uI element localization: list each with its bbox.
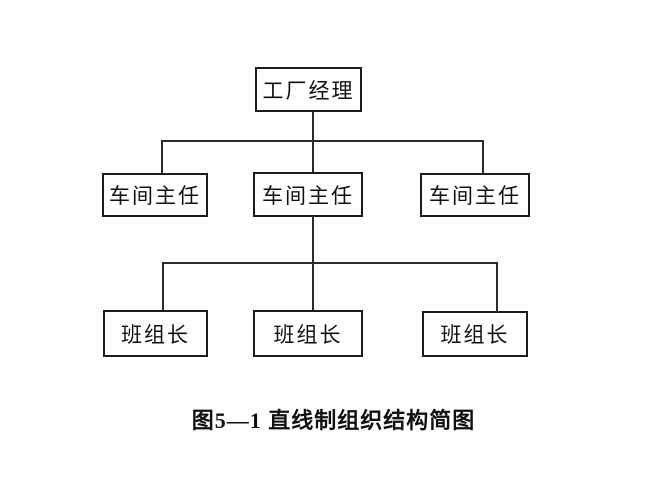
figure-caption: 图5—1 直线制组织结构简图 [191, 408, 476, 433]
node-workshop-director-2: 车间主任 [253, 172, 363, 217]
node-workshop-director-1: 车间主任 [102, 173, 208, 217]
node-factory-manager: 工厂经理 [255, 67, 362, 112]
node-team-leader-2: 班组长 [253, 310, 363, 357]
node-team-leader-3: 班组长 [422, 311, 528, 357]
node-workshop-director-3: 车间主任 [420, 173, 530, 217]
node-team-leader-1: 班组长 [103, 310, 208, 357]
